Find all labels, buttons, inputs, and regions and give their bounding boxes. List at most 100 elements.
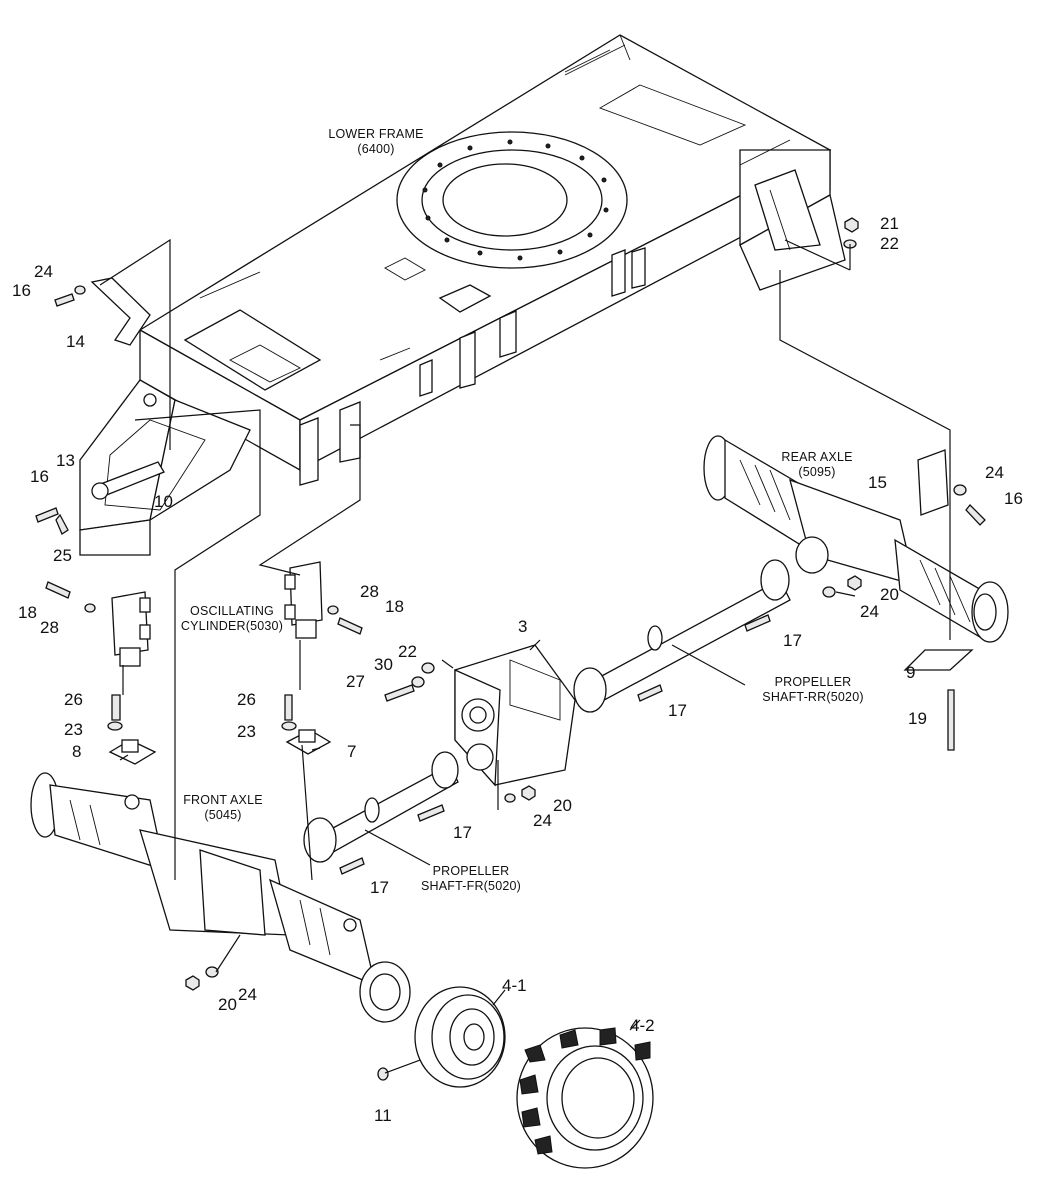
bolt-icon	[45, 581, 71, 599]
mount-8	[108, 739, 157, 765]
callout: 20	[553, 796, 572, 815]
callout: 18	[18, 603, 37, 622]
washer-icon	[74, 285, 86, 295]
transmission-drawing	[454, 644, 576, 787]
oscillating-cylinder-left	[111, 591, 151, 667]
callout: 24	[533, 811, 552, 830]
callout: 24	[238, 985, 257, 1004]
callout: 23	[64, 720, 83, 739]
callout: 26	[237, 690, 256, 709]
callout: 8	[72, 742, 81, 761]
rear-axle-drawing	[703, 435, 1009, 671]
label-propeller-shaft-fr-code: SHAFT-FR(5020)	[421, 879, 521, 893]
nut-icon	[185, 975, 200, 991]
bolt-icon	[637, 684, 663, 702]
label-front-axle-code: (5045)	[204, 808, 241, 822]
callout: 14	[66, 332, 85, 351]
callout: 28	[40, 618, 59, 637]
label-propeller-shaft-fr: PROPELLER	[433, 864, 510, 878]
callout: 24	[985, 463, 1004, 482]
bracket-14	[90, 277, 151, 346]
callout-numbers: 21 22 24 16 14 13 16 10 25 15 24 16 18 2…	[12, 214, 1023, 1125]
pin-10	[91, 461, 165, 500]
nut-icon	[844, 217, 859, 233]
callout: 7	[347, 742, 356, 761]
rim-drawing	[414, 986, 506, 1088]
callout: 18	[385, 597, 404, 616]
callout: 4-1	[502, 976, 527, 995]
label-lower-frame: LOWER FRAME	[328, 127, 423, 141]
bolt-icon	[284, 694, 293, 721]
label-rear-axle-code: (5095)	[798, 465, 835, 479]
callout: 17	[453, 823, 472, 842]
bolt-icon	[54, 293, 75, 307]
callout: 27	[346, 672, 365, 691]
callout: 19	[908, 709, 927, 728]
propeller-shaft-rr-drawing	[573, 559, 791, 713]
tire-drawing	[516, 1027, 654, 1169]
bolt-icon	[337, 617, 363, 635]
callout: 17	[783, 631, 802, 650]
bracket-15	[917, 449, 949, 516]
callout: 4-2	[630, 1016, 655, 1035]
propeller-shaft-fr-drawing	[303, 751, 459, 863]
bolt-icon	[417, 804, 445, 822]
label-propeller-shaft-rr: PROPELLER	[775, 675, 852, 689]
callout: 9	[906, 663, 915, 682]
washer-icon	[281, 721, 297, 731]
washer-icon	[205, 966, 219, 978]
washer-icon	[107, 721, 123, 731]
bolt-icon	[384, 684, 415, 702]
callout: 26	[64, 690, 83, 709]
callout: 21	[880, 214, 899, 233]
nut-icon	[521, 785, 536, 801]
washer-icon	[421, 662, 435, 674]
label-oscillating-cylinder: OSCILLATING	[190, 604, 274, 618]
label-rear-axle: REAR AXLE	[781, 450, 852, 464]
washer-icon	[504, 793, 516, 803]
washer-icon	[411, 676, 425, 688]
front-axle-drawing	[30, 772, 411, 1023]
callout: 28	[360, 582, 379, 601]
callout: 3	[518, 617, 527, 636]
washer-icon	[84, 603, 96, 613]
nut-icon	[847, 575, 862, 591]
lower-frame-drawing	[79, 34, 846, 556]
callout: 24	[860, 602, 879, 621]
callout: 30	[374, 655, 393, 674]
callout: 13	[56, 451, 75, 470]
callout: 16	[30, 467, 49, 486]
assembly-labels: LOWER FRAME (6400) REAR AXLE (5095) FRON…	[181, 127, 864, 893]
bolt-icon	[55, 513, 69, 535]
bolt-icon	[111, 694, 121, 721]
bolt-icon	[35, 507, 59, 523]
callout: 22	[398, 642, 417, 661]
bolt-icon	[947, 689, 955, 751]
callout: 22	[880, 234, 899, 253]
callout: 23	[237, 722, 256, 741]
callout: 16	[12, 281, 31, 300]
callout: 20	[218, 995, 237, 1014]
mount-7	[285, 729, 332, 755]
leader-lines	[99, 238, 951, 1074]
oscillating-cylinder-right	[284, 561, 323, 639]
callout: 25	[53, 546, 72, 565]
callout: 16	[1004, 489, 1023, 508]
hardware	[35, 217, 986, 1081]
callout: 24	[34, 262, 53, 281]
label-front-axle: FRONT AXLE	[183, 793, 263, 807]
callout: 15	[868, 473, 887, 492]
callout: 17	[370, 878, 389, 897]
label-lower-frame-code: (6400)	[357, 142, 394, 156]
washer-icon	[327, 605, 339, 615]
washer-icon	[822, 586, 836, 598]
bolt-icon	[339, 857, 365, 875]
label-propeller-shaft-rr-code: SHAFT-RR(5020)	[762, 690, 863, 704]
callout: 10	[154, 492, 173, 511]
bolt-icon	[965, 504, 986, 526]
callout: 17	[668, 701, 687, 720]
bolt-icon	[744, 614, 771, 632]
washer-icon	[377, 1067, 389, 1081]
callout: 11	[374, 1106, 392, 1125]
